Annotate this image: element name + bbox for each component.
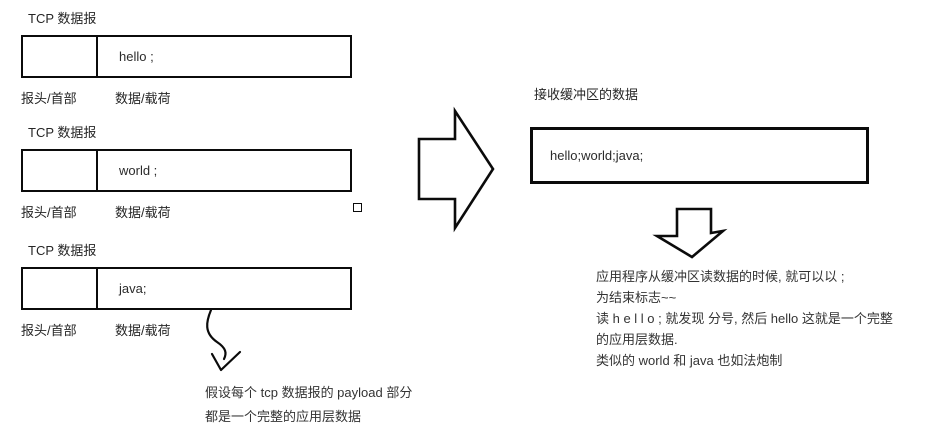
- tcp-datagram-box: hello ;: [21, 35, 352, 78]
- datagram-title: TCP 数据报: [28, 125, 97, 140]
- payload-note: 假设每个 tcp 数据报的 payload 部分 都是一个完整的应用层数据: [205, 381, 412, 429]
- payload-note-line-2: 都是一个完整的应用层数据: [205, 409, 362, 424]
- tcp-datagram-box: java;: [21, 267, 352, 310]
- header-label: 报头/首部: [21, 323, 77, 338]
- receive-buffer-box: hello;world;java;: [530, 127, 869, 184]
- datagram-header-cell: [23, 269, 98, 308]
- read-note-line-5: 类似的 world 和 java 也如法炮制: [596, 353, 783, 368]
- datagram-header-cell: [23, 151, 98, 190]
- payload-note-line-1: 假设每个 tcp 数据报的 payload 部分: [205, 385, 413, 400]
- tcp-datagram-3: TCP 数据报 java; 报头/首部 数据/载荷: [0, 232, 420, 346]
- read-note-line-2: 为结束标志~~: [596, 290, 677, 305]
- datagram-header-cell: [23, 37, 98, 76]
- curved-down-arrow-icon: [206, 308, 242, 372]
- tcp-datagram-1: TCP 数据报 hello ; 报头/首部 数据/载荷: [0, 0, 420, 114]
- read-note: 应用程序从缓冲区读数据的时候, 就可以以 ; 为结束标志~~ 读 h e l l…: [596, 266, 893, 371]
- payload-label: 数据/载荷: [115, 91, 171, 106]
- read-note-line-1: 应用程序从缓冲区读数据的时候, 就可以以 ;: [596, 269, 845, 284]
- tcp-datagram-box: world ;: [21, 149, 352, 192]
- tcp-datagram-2: TCP 数据报 world ; 报头/首部 数据/载荷: [0, 114, 420, 228]
- down-block-arrow-icon: [652, 207, 728, 259]
- datagram-payload-text: world ;: [119, 163, 158, 178]
- right-block-arrow-icon: [417, 106, 495, 233]
- datagram-title: TCP 数据报: [28, 11, 97, 26]
- header-label: 报头/首部: [21, 91, 77, 106]
- receive-buffer-label: 接收缓冲区的数据: [534, 87, 639, 102]
- receive-buffer-content: hello;world;java;: [550, 148, 644, 163]
- header-label: 报头/首部: [21, 205, 77, 220]
- read-note-line-3: 读 h e l l o ; 就发现 分号, 然后 hello 这就是一个完整: [596, 311, 893, 326]
- read-note-line-4: 的应用层数据.: [596, 332, 678, 347]
- datagram-payload-text: hello ;: [119, 49, 154, 64]
- datagram-title: TCP 数据报: [28, 243, 97, 258]
- payload-label: 数据/载荷: [115, 323, 171, 338]
- small-square-marker: [353, 203, 362, 212]
- payload-label: 数据/载荷: [115, 205, 171, 220]
- datagram-payload-text: java;: [119, 281, 147, 296]
